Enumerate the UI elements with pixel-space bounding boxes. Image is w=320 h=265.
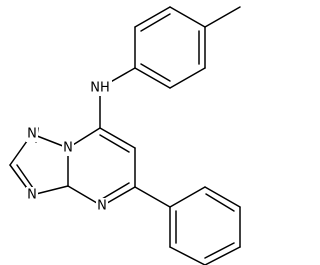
tolyl-group bbox=[134, 6, 241, 89]
bond bbox=[16, 164, 34, 189]
bridgehead-n-label: N bbox=[63, 141, 73, 156]
bond bbox=[134, 67, 171, 89]
bond bbox=[134, 6, 171, 28]
molecule-structure-diagram: NH N N N N bbox=[9, 6, 241, 265]
bond bbox=[204, 242, 235, 259]
bond bbox=[169, 67, 206, 89]
triazole-ring bbox=[9, 127, 69, 196]
bond bbox=[205, 193, 235, 212]
bond bbox=[101, 182, 130, 200]
bond bbox=[140, 13, 171, 32]
phenyl-group bbox=[134, 186, 241, 265]
bond bbox=[99, 127, 136, 149]
nh-label: NH bbox=[90, 81, 110, 96]
amine-linker bbox=[99, 67, 136, 129]
bond bbox=[134, 186, 171, 208]
atom-labels: NH N N N N bbox=[26, 80, 112, 214]
bond bbox=[169, 186, 206, 208]
bond bbox=[169, 246, 206, 265]
bond bbox=[204, 6, 241, 28]
pyrimidine-ring bbox=[67, 127, 136, 207]
pyrimidine-n-label: N bbox=[97, 199, 107, 214]
triazole-n1-label: N bbox=[27, 127, 37, 142]
bond bbox=[204, 186, 241, 208]
bond bbox=[169, 6, 206, 28]
bond bbox=[140, 63, 171, 82]
bond bbox=[99, 134, 130, 153]
bond bbox=[204, 246, 241, 265]
triazole-n2-label: N bbox=[27, 188, 37, 203]
